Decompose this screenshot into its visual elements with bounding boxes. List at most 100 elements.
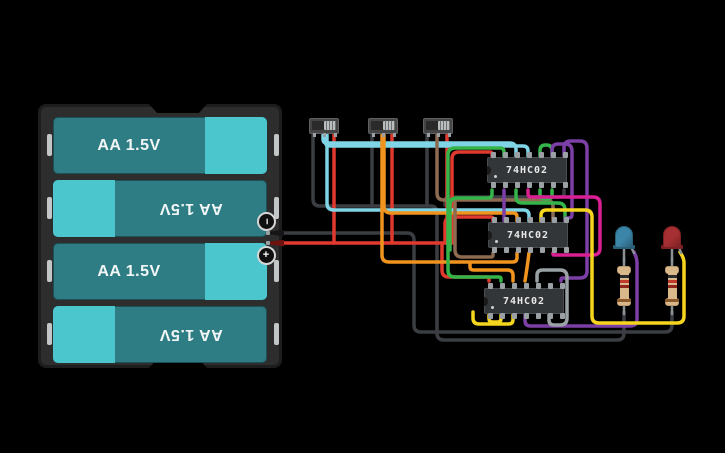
ic-notch	[488, 231, 492, 240]
wire-yellow-hook[interactable]	[471, 310, 515, 326]
ic-pin	[539, 247, 545, 253]
switch-well	[312, 121, 325, 130]
battery-cell[interactable]: AA 1.5V	[53, 306, 267, 363]
ic-nor-gate-1[interactable]: 74HC02	[487, 152, 568, 188]
resistor-2[interactable]	[665, 266, 679, 306]
ic-pin1-dot	[491, 306, 494, 309]
terminal-symbol: +	[262, 248, 270, 261]
led-red[interactable]	[663, 226, 681, 248]
wire-magenta-loop[interactable]	[526, 188, 602, 257]
ic-pin	[491, 217, 497, 223]
switch-pin	[393, 133, 396, 137]
ic-pin	[487, 283, 493, 289]
switch-pin	[334, 133, 337, 137]
switch-pin	[323, 133, 326, 137]
battery-holder-4xAA[interactable]: AA 1.5V AA 1.5V AA 1.5V AA 1.5V	[38, 104, 282, 368]
led-blue[interactable]	[615, 226, 633, 248]
negative-wire-plug[interactable]	[270, 229, 284, 237]
ic-notch	[487, 166, 491, 175]
ic-pin	[547, 283, 553, 289]
ic-nor-gate-2[interactable]: 74HC02	[488, 217, 569, 253]
switch-pin	[427, 133, 430, 137]
resistor-band	[667, 285, 677, 288]
ic-pin	[547, 313, 553, 319]
slide-switch-3[interactable]	[423, 118, 453, 137]
slide-switch-2[interactable]	[368, 118, 398, 137]
switch-knob[interactable]	[324, 121, 336, 130]
ic-pin	[559, 283, 565, 289]
ic-pin	[515, 217, 521, 223]
ic-pin	[515, 247, 521, 253]
battery-cell-label: AA 1.5V	[159, 326, 223, 344]
wire-ic3-orange-branch[interactable]	[468, 261, 515, 283]
ic-nor-gate-3[interactable]: 74HC02	[484, 283, 565, 319]
battery-contact	[274, 260, 279, 282]
plug-tip	[266, 231, 270, 235]
ic-label: 74HC02	[502, 295, 546, 307]
resistor-band	[665, 299, 679, 302]
switch-knob[interactable]	[438, 121, 450, 130]
battery-contact	[47, 260, 52, 282]
ic-pin	[526, 182, 532, 188]
ic-pin	[551, 217, 557, 223]
ic-pin	[563, 217, 569, 223]
battery-cell-label: AA 1.5V	[97, 262, 161, 280]
wire-green-ic1-ic2[interactable]	[514, 188, 567, 223]
ic-pin1-dot	[495, 240, 498, 243]
resistor-band	[619, 280, 629, 283]
wire-yellow-staple[interactable]	[487, 313, 503, 324]
ic-label: 74HC02	[505, 164, 549, 176]
wire-green-long[interactable]	[446, 146, 506, 283]
ic-pin	[539, 217, 545, 223]
ic-pin	[551, 247, 557, 253]
ic-notch	[484, 297, 488, 306]
battery-contact	[274, 323, 279, 345]
plug-tip	[266, 241, 270, 245]
ic-pin	[535, 313, 541, 319]
resistor-band	[619, 275, 629, 278]
ic-pin	[514, 152, 520, 158]
wire-ic2-ic3-orange[interactable]	[523, 251, 531, 283]
wire-gnd-bus-lower[interactable]	[282, 231, 674, 334]
ic-pin	[527, 217, 533, 223]
wire-sw2-ic2-bottom[interactable]	[380, 133, 519, 264]
wire-gray-loop[interactable]	[535, 268, 569, 327]
switch-pin	[372, 133, 375, 137]
ic-pin	[559, 313, 565, 319]
wire-sw2-ic2-top[interactable]	[382, 133, 519, 223]
resistor-band	[667, 280, 677, 283]
battery-cell-cap	[53, 306, 115, 363]
ic-pin	[511, 283, 517, 289]
holder-notch-top	[149, 104, 207, 113]
resistor-band	[619, 285, 629, 288]
ic-pin	[523, 283, 529, 289]
battery-cell[interactable]: AA 1.5V	[53, 180, 267, 237]
switch-knob[interactable]	[383, 121, 395, 130]
switch-pin	[448, 133, 451, 137]
ic-pin	[503, 247, 509, 253]
ic-pin	[535, 283, 541, 289]
ic-pin	[526, 152, 532, 158]
wire-sw1-ic2[interactable]	[325, 133, 531, 223]
wire-ic2-brown-branch[interactable]	[453, 198, 495, 259]
wire-sw1-gnd[interactable]	[311, 133, 626, 342]
battery-cell[interactable]: AA 1.5V	[53, 117, 267, 174]
ic-pin	[502, 182, 508, 188]
ic-pin	[499, 313, 505, 319]
ic-pin	[503, 217, 509, 223]
resistor-1[interactable]	[617, 266, 631, 306]
battery-cell[interactable]: AA 1.5V	[53, 243, 267, 300]
wire-green-ic1-left[interactable]	[448, 188, 494, 252]
battery-contact	[47, 323, 52, 345]
switch-well	[371, 121, 384, 130]
ic-pin	[490, 152, 496, 158]
terminal-symbol: −	[260, 217, 273, 225]
slide-switch-1[interactable]	[309, 118, 339, 137]
battery-terminal-negative[interactable]: −	[256, 211, 276, 231]
positive-wire-plug[interactable]	[270, 239, 284, 247]
wire-yellow-led[interactable]	[539, 208, 686, 325]
battery-terminal-positive[interactable]: +	[256, 245, 276, 265]
ic-pin	[538, 152, 544, 158]
